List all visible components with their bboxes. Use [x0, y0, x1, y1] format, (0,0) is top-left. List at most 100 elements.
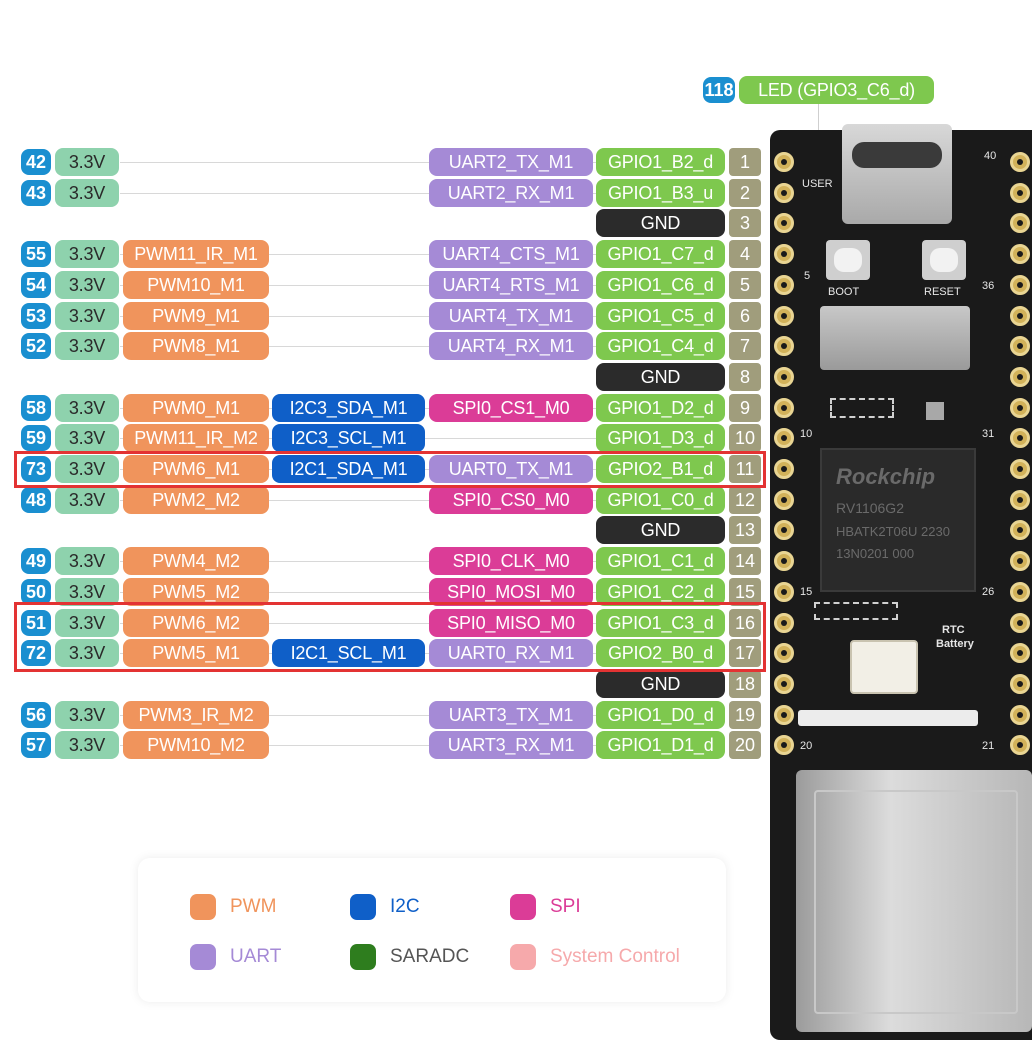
reset-button: [922, 240, 966, 280]
board-illustration: USER 40 BOOT RESET 36 5 10 31 Rockchip R…: [770, 124, 1032, 1040]
voltage-label: 3.3V: [55, 547, 119, 575]
voltage-label: 3.3V: [55, 701, 119, 729]
board-pad-right: [1010, 152, 1030, 172]
gpio-label: GPIO2_B1_d: [596, 455, 725, 483]
board-pad-right: [1010, 306, 1030, 326]
row-leader-line: [120, 592, 596, 593]
row-leader-line: [120, 193, 596, 194]
row-leader-line: [120, 346, 596, 347]
component: [926, 402, 944, 420]
board-pad-left: [774, 336, 794, 356]
gpio-number-badge: 59: [21, 425, 51, 451]
boot-button: [826, 240, 870, 280]
pwm-label: PWM5_M2: [123, 578, 269, 606]
pin-number-11: 11: [729, 455, 761, 483]
board-pad-left: [774, 367, 794, 387]
pin-number-15: 15: [729, 578, 761, 606]
uart-label: UART4_RX_M1: [429, 332, 593, 360]
pwm-label: PWM9_M1: [123, 302, 269, 330]
ethernet-jack: [796, 770, 1032, 1032]
board-pad-right: [1010, 213, 1030, 233]
board-pad-right: [1010, 336, 1030, 356]
legend-panel: PWM I2C SPI UART SARADC System Control: [138, 858, 726, 1002]
board-pad-right: [1010, 367, 1030, 387]
board-pad-left: [774, 275, 794, 295]
board-pad-left: [774, 398, 794, 418]
voltage-label: 3.3V: [55, 609, 119, 637]
pwm-label: PWM2_M2: [123, 486, 269, 514]
board-pad-right: [1010, 398, 1030, 418]
board-pad-left: [774, 643, 794, 663]
gpio-number-badge: 56: [21, 702, 51, 728]
uart-label: UART0_RX_M1: [429, 639, 593, 667]
silk-pin20: 20: [800, 740, 813, 752]
legend-swatch-spi: [510, 894, 536, 920]
gpio-label: GPIO1_D1_d: [596, 731, 725, 759]
voltage-label: 3.3V: [55, 731, 119, 759]
uart-label: UART4_TX_M1: [429, 302, 593, 330]
voltage-label: 3.3V: [55, 332, 119, 360]
led-number: 118: [703, 77, 735, 103]
board-pad-left: [774, 520, 794, 540]
pin-number-14: 14: [729, 547, 761, 575]
uart-label: UART3_TX_M1: [429, 701, 593, 729]
voltage-label: 3.3V: [55, 179, 119, 207]
gpio-label: GPIO1_D0_d: [596, 701, 725, 729]
i2c-label: I2C3_SDA_M1: [272, 394, 425, 422]
row-leader-line: [120, 623, 596, 624]
board-pad-left: [774, 735, 794, 755]
gpio-number-badge: 50: [21, 579, 51, 605]
silk-pin15: 15: [800, 586, 813, 598]
gpio-label: GPIO1_C1_d: [596, 547, 725, 575]
pin-number-19: 19: [729, 701, 761, 729]
gpio-label: GPIO1_D3_d: [596, 424, 725, 452]
silk-pin36: 36: [982, 280, 995, 292]
row-leader-line: [120, 316, 596, 317]
fpc-connector: [798, 710, 978, 726]
rtc-battery-connector: [850, 640, 918, 694]
silk-pin21: 21: [982, 740, 995, 752]
uart-label: UART2_RX_M1: [429, 179, 593, 207]
pin-number-8: 8: [729, 363, 761, 391]
gpio-label: GPIO1_C6_d: [596, 271, 725, 299]
voltage-label: 3.3V: [55, 240, 119, 268]
silk-boot: BOOT: [828, 286, 860, 298]
pin-number-20: 20: [729, 731, 761, 759]
board-pad-left: [774, 306, 794, 326]
led-label: LED (GPIO3_C6_d): [739, 76, 934, 104]
board-pad-right: [1010, 551, 1030, 571]
gpio-number-badge: 51: [21, 610, 51, 636]
pwm-label: PWM10_M2: [123, 731, 269, 759]
pin-number-3: 3: [729, 209, 761, 237]
voltage-label: 3.3V: [55, 455, 119, 483]
gpio-number-badge: 49: [21, 548, 51, 574]
legend-label-i2c: I2C: [390, 896, 420, 917]
board-pad-right: [1010, 428, 1030, 448]
pin-number-13: 13: [729, 516, 761, 544]
silk-reset: RESET: [924, 286, 961, 298]
sd-card-slot: [820, 306, 970, 370]
spi-label: SPI0_MOSI_M0: [429, 578, 593, 606]
board-pad-right: [1010, 582, 1030, 602]
highlight-box-uart0-tx: [14, 451, 766, 488]
pin-number-12: 12: [729, 486, 761, 514]
legend-label-saradc: SARADC: [390, 946, 470, 967]
gpio-number-badge: 55: [21, 241, 51, 267]
row-leader-line: [120, 500, 596, 501]
board-pad-right: [1010, 674, 1030, 694]
pin-number-7: 7: [729, 332, 761, 360]
gnd-label: GND: [596, 670, 725, 698]
pin-number-17: 17: [729, 639, 761, 667]
board-pad-right: [1010, 275, 1030, 295]
legend-item-saradc: SARADC: [350, 944, 469, 970]
board-pad-right: [1010, 183, 1030, 203]
legend-label-uart: UART: [230, 946, 282, 967]
pwm-label: PWM11_IR_M1: [123, 240, 269, 268]
spi-label: SPI0_CS1_M0: [429, 394, 593, 422]
board-pad-right: [1010, 490, 1030, 510]
silk-user: USER: [802, 178, 833, 190]
board-pad-left: [774, 582, 794, 602]
gpio-label: GPIO1_D2_d: [596, 394, 725, 422]
gpio-number-badge: 72: [21, 640, 51, 666]
pwm-label: PWM6_M2: [123, 609, 269, 637]
